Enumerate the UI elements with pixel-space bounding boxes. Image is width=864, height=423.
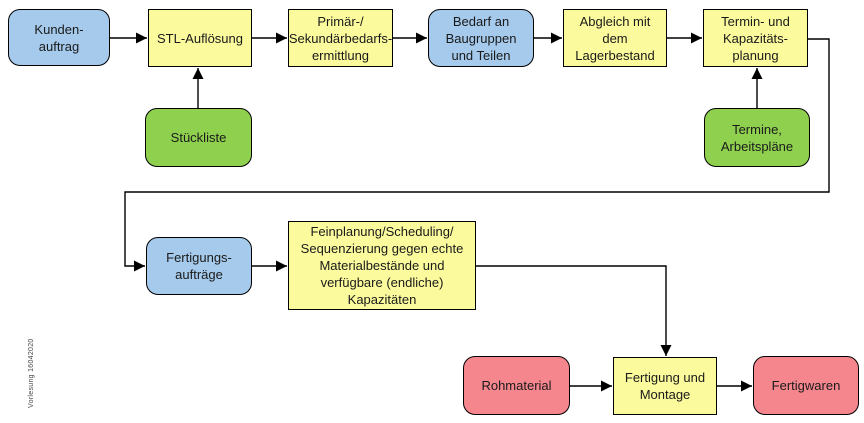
node-fertigungsauftraege-label: Fertigungs- aufträge [166,250,232,282]
node-bedarf-label: Bedarf an Baugruppen und Teilen [445,13,517,63]
node-fertigung-montage: Fertigung und Montage [613,357,717,415]
node-kundenauftrag: Kunden- auftrag [8,9,110,66]
node-termine-label: Termine, Arbeitspläne [720,121,794,154]
watermark-lecture-label: Vorlesung 16042020 [28,338,35,408]
node-rohmaterial-label: Rohmaterial [481,378,552,393]
node-primaer-label: Primär-/ Sekundärbedarfs- ermittlung [288,13,393,63]
node-rohmaterial: Rohmaterial [463,356,570,415]
node-stueckliste: Stückliste [145,108,252,167]
node-fertigwaren: Fertigwaren [753,356,859,415]
node-feinplanung: Feinplanung/Scheduling/ Sequenzierung ge… [288,221,476,310]
node-abgleich-lagerbestand: Abgleich mit dem Lagerbestand [563,9,667,67]
node-fertigung-label: Fertigung und Montage [624,370,706,402]
node-termin-kapazitaetsplanung: Termin- und Kapazitäts- planung [703,9,808,67]
node-primaer-sekundaerbedarfsermittlung: Primär-/ Sekundärbedarfs- ermittlung [288,9,393,67]
node-feinplanung-label: Feinplanung/Scheduling/ Sequenzierung ge… [300,224,464,307]
node-stl-aufloesung: STL-Auflösung [148,9,252,67]
node-stueckliste-label: Stückliste [170,130,227,145]
node-fertigungsauftraege: Fertigungs- aufträge [146,237,252,295]
edge-feinplanung-fertigung [476,265,672,356]
node-abgleich-label: Abgleich mit dem Lagerbestand [575,13,655,63]
node-fertigwaren-label: Fertigwaren [771,378,841,393]
node-kundenauftrag-label: Kunden- auftrag [34,21,84,54]
node-stl-aufloesung-label: STL-Auflösung [157,30,243,46]
node-bedarf-baugruppen-teile: Bedarf an Baugruppen und Teilen [428,9,534,67]
node-termine-arbeitsplaene: Termine, Arbeitspläne [704,108,810,167]
node-termin-label: Termin- und Kapazitäts- planung [721,13,790,63]
